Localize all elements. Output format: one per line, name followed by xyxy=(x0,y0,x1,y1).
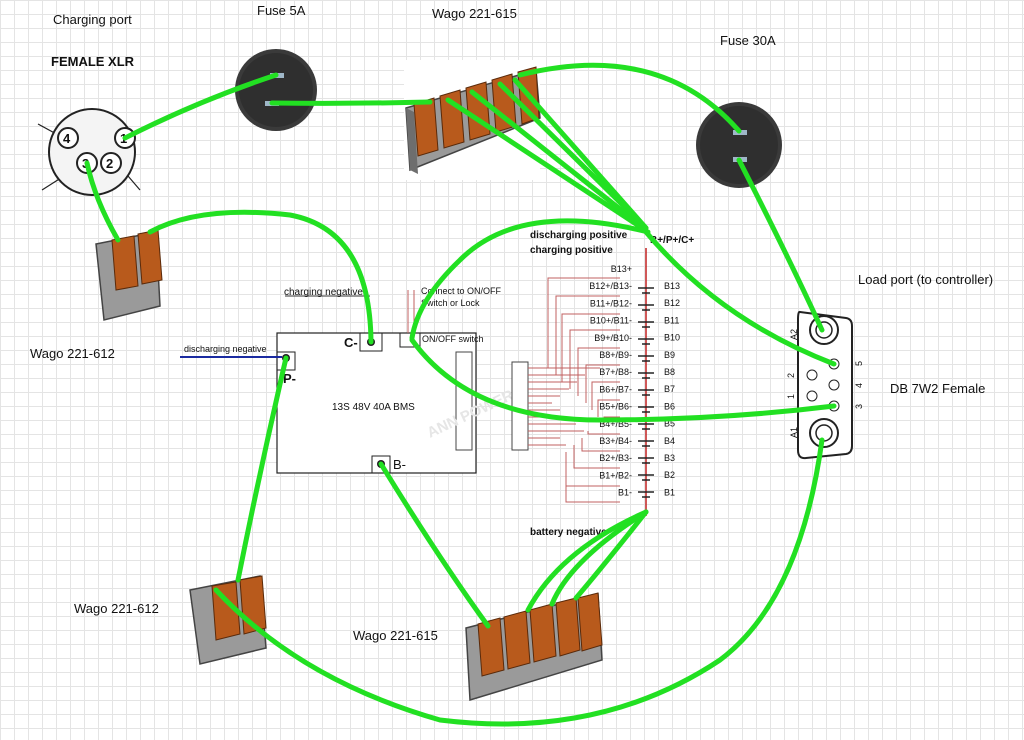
wire-xlr1-fuse5a xyxy=(122,72,279,141)
wago-221-612-left xyxy=(95,229,163,321)
wire-onoff-db3 xyxy=(409,337,837,423)
bms-c-minus: C- xyxy=(344,335,358,350)
balance-left-labels: B13+ B12+/B13- B11+/B12- B10+/B11- B9+/B10- B… xyxy=(589,264,632,498)
balance-leads xyxy=(511,277,620,503)
wago-221-612-bottom-left xyxy=(189,575,267,665)
label-pos-line2: charging positive xyxy=(530,245,613,256)
balance-right-label: B8 xyxy=(664,367,675,377)
fuse-30a xyxy=(696,102,782,188)
balance-left-label: B1- xyxy=(618,488,632,498)
label-charging-port: Charging port xyxy=(53,12,132,27)
wire-bplus-db5 xyxy=(409,218,837,367)
label-charging-negative: charging negative xyxy=(284,287,363,298)
bms-b-minus: B- xyxy=(393,457,406,472)
balance-right-label: B5 xyxy=(664,419,675,429)
label-connect-line2: Switch or Lock xyxy=(421,298,480,308)
db-pin-5: 5 xyxy=(854,361,864,366)
db-pin-3: 3 xyxy=(854,404,864,409)
balance-right-label: B10 xyxy=(664,333,680,343)
wire-wago-top-fuse30a xyxy=(517,62,742,134)
bms-onoff-label: ON/OFF switch xyxy=(422,334,484,344)
balance-left-label: B13+ xyxy=(611,264,632,274)
fuse-5a xyxy=(235,49,317,131)
balance-left-label: B11+/B12- xyxy=(590,298,632,308)
label-fuse-5a: Fuse 5A xyxy=(257,3,306,18)
label-discharging-negative: discharging negative xyxy=(184,344,267,354)
label-fuse-30a: Fuse 30A xyxy=(720,33,776,48)
balance-right-label: B9 xyxy=(664,350,675,360)
wire-bneg-wago-bottom-1 xyxy=(525,509,649,613)
balance-left-label: B6+/B7- xyxy=(599,384,632,394)
wire-wago-bl-db-a1 xyxy=(213,437,825,727)
xlr-pin-2: 2 xyxy=(106,156,113,171)
wire-wago-top-bplus-4 xyxy=(512,77,649,231)
wire-wago-top-bplus-1 xyxy=(445,97,645,231)
label-connect-line1: Connect to ON/OFF xyxy=(421,286,502,296)
label-b-plus: B+/P+/C+ xyxy=(650,235,694,246)
balance-left-label: B5+/B6- xyxy=(599,402,632,412)
balance-right-label: B4 xyxy=(664,436,675,446)
db-pin-4: 4 xyxy=(854,383,864,388)
db-pin-a2: A2 xyxy=(789,329,799,340)
balance-left-label: B9+/B10- xyxy=(594,333,632,343)
balance-left-label: B7+/B8- xyxy=(599,367,632,377)
balance-left-label: B8+/B9- xyxy=(599,350,632,360)
balance-left-label: B3+/B4- xyxy=(599,436,632,446)
balance-right-label: B12 xyxy=(664,298,680,308)
db-pin-2: 2 xyxy=(786,373,796,378)
balance-right-label: B1 xyxy=(664,487,675,497)
wire-xlr3-wago-left xyxy=(84,160,121,243)
label-female-xlr: FEMALE XLR xyxy=(51,54,135,69)
balance-right-label: B6 xyxy=(664,401,675,411)
label-wago-bottom: Wago 221-615 xyxy=(353,628,438,643)
wire-bminus-wago-bottom xyxy=(378,461,491,629)
label-db-connector: DB 7W2 Female xyxy=(890,381,985,396)
label-wago-bottom-left: Wago 221-612 xyxy=(74,601,159,616)
wire-wago-left-cminus xyxy=(147,209,374,345)
wire-pminus-wago-bl xyxy=(235,355,289,583)
label-wago-left: Wago 221-612 xyxy=(30,346,115,361)
balance-left-label: B1+/B2- xyxy=(599,470,632,480)
balance-left-label: B10+/B11- xyxy=(590,316,632,326)
bms-board: 13S 48V 40A BMS C- P- B- ON/OFF switch A… xyxy=(276,332,516,474)
wago-221-615-bottom xyxy=(465,592,603,701)
db-pin-1: 1 xyxy=(786,394,796,399)
balance-right-label: B7 xyxy=(664,384,675,394)
db-7w2-connector: A2 A1 5 4 3 2 1 xyxy=(786,310,864,460)
balance-left-label: B4+/B5- xyxy=(599,419,632,429)
db-pin-a1: A1 xyxy=(789,427,799,438)
bms-p-minus: P- xyxy=(283,371,296,386)
wire-bneg-wago-bottom-2 xyxy=(549,509,649,607)
green-wires xyxy=(84,62,837,727)
balance-left-label: B12+/B13- xyxy=(589,281,632,291)
label-wago-top: Wago 221-615 xyxy=(432,6,517,21)
balance-right-label: B13 xyxy=(664,281,680,291)
bms-title: 13S 48V 40A BMS xyxy=(332,402,415,413)
label-load-port: Load port (to controller) xyxy=(858,272,993,287)
cell-stack xyxy=(638,248,654,516)
label-pos-line1: discharging positive xyxy=(530,230,628,241)
balance-left-label: B2+/B3- xyxy=(599,453,632,463)
xlr-pin-4: 4 xyxy=(63,131,71,146)
wago-221-615-top xyxy=(404,60,541,180)
label-battery-negative: battery negative xyxy=(530,527,607,538)
xlr-connector: 4 1 3 2 xyxy=(37,108,141,196)
wire-bneg-wago-bottom-3 xyxy=(573,509,649,601)
balance-right-label: B3 xyxy=(664,453,675,463)
wire-fuse5a-wago-top xyxy=(269,99,433,106)
balance-right-label: B11 xyxy=(664,315,679,325)
wire-wago-top-bplus-2 xyxy=(469,89,647,231)
wire-fuse30a-db-a2 xyxy=(736,157,825,333)
balance-right-label: B2 xyxy=(664,470,675,480)
